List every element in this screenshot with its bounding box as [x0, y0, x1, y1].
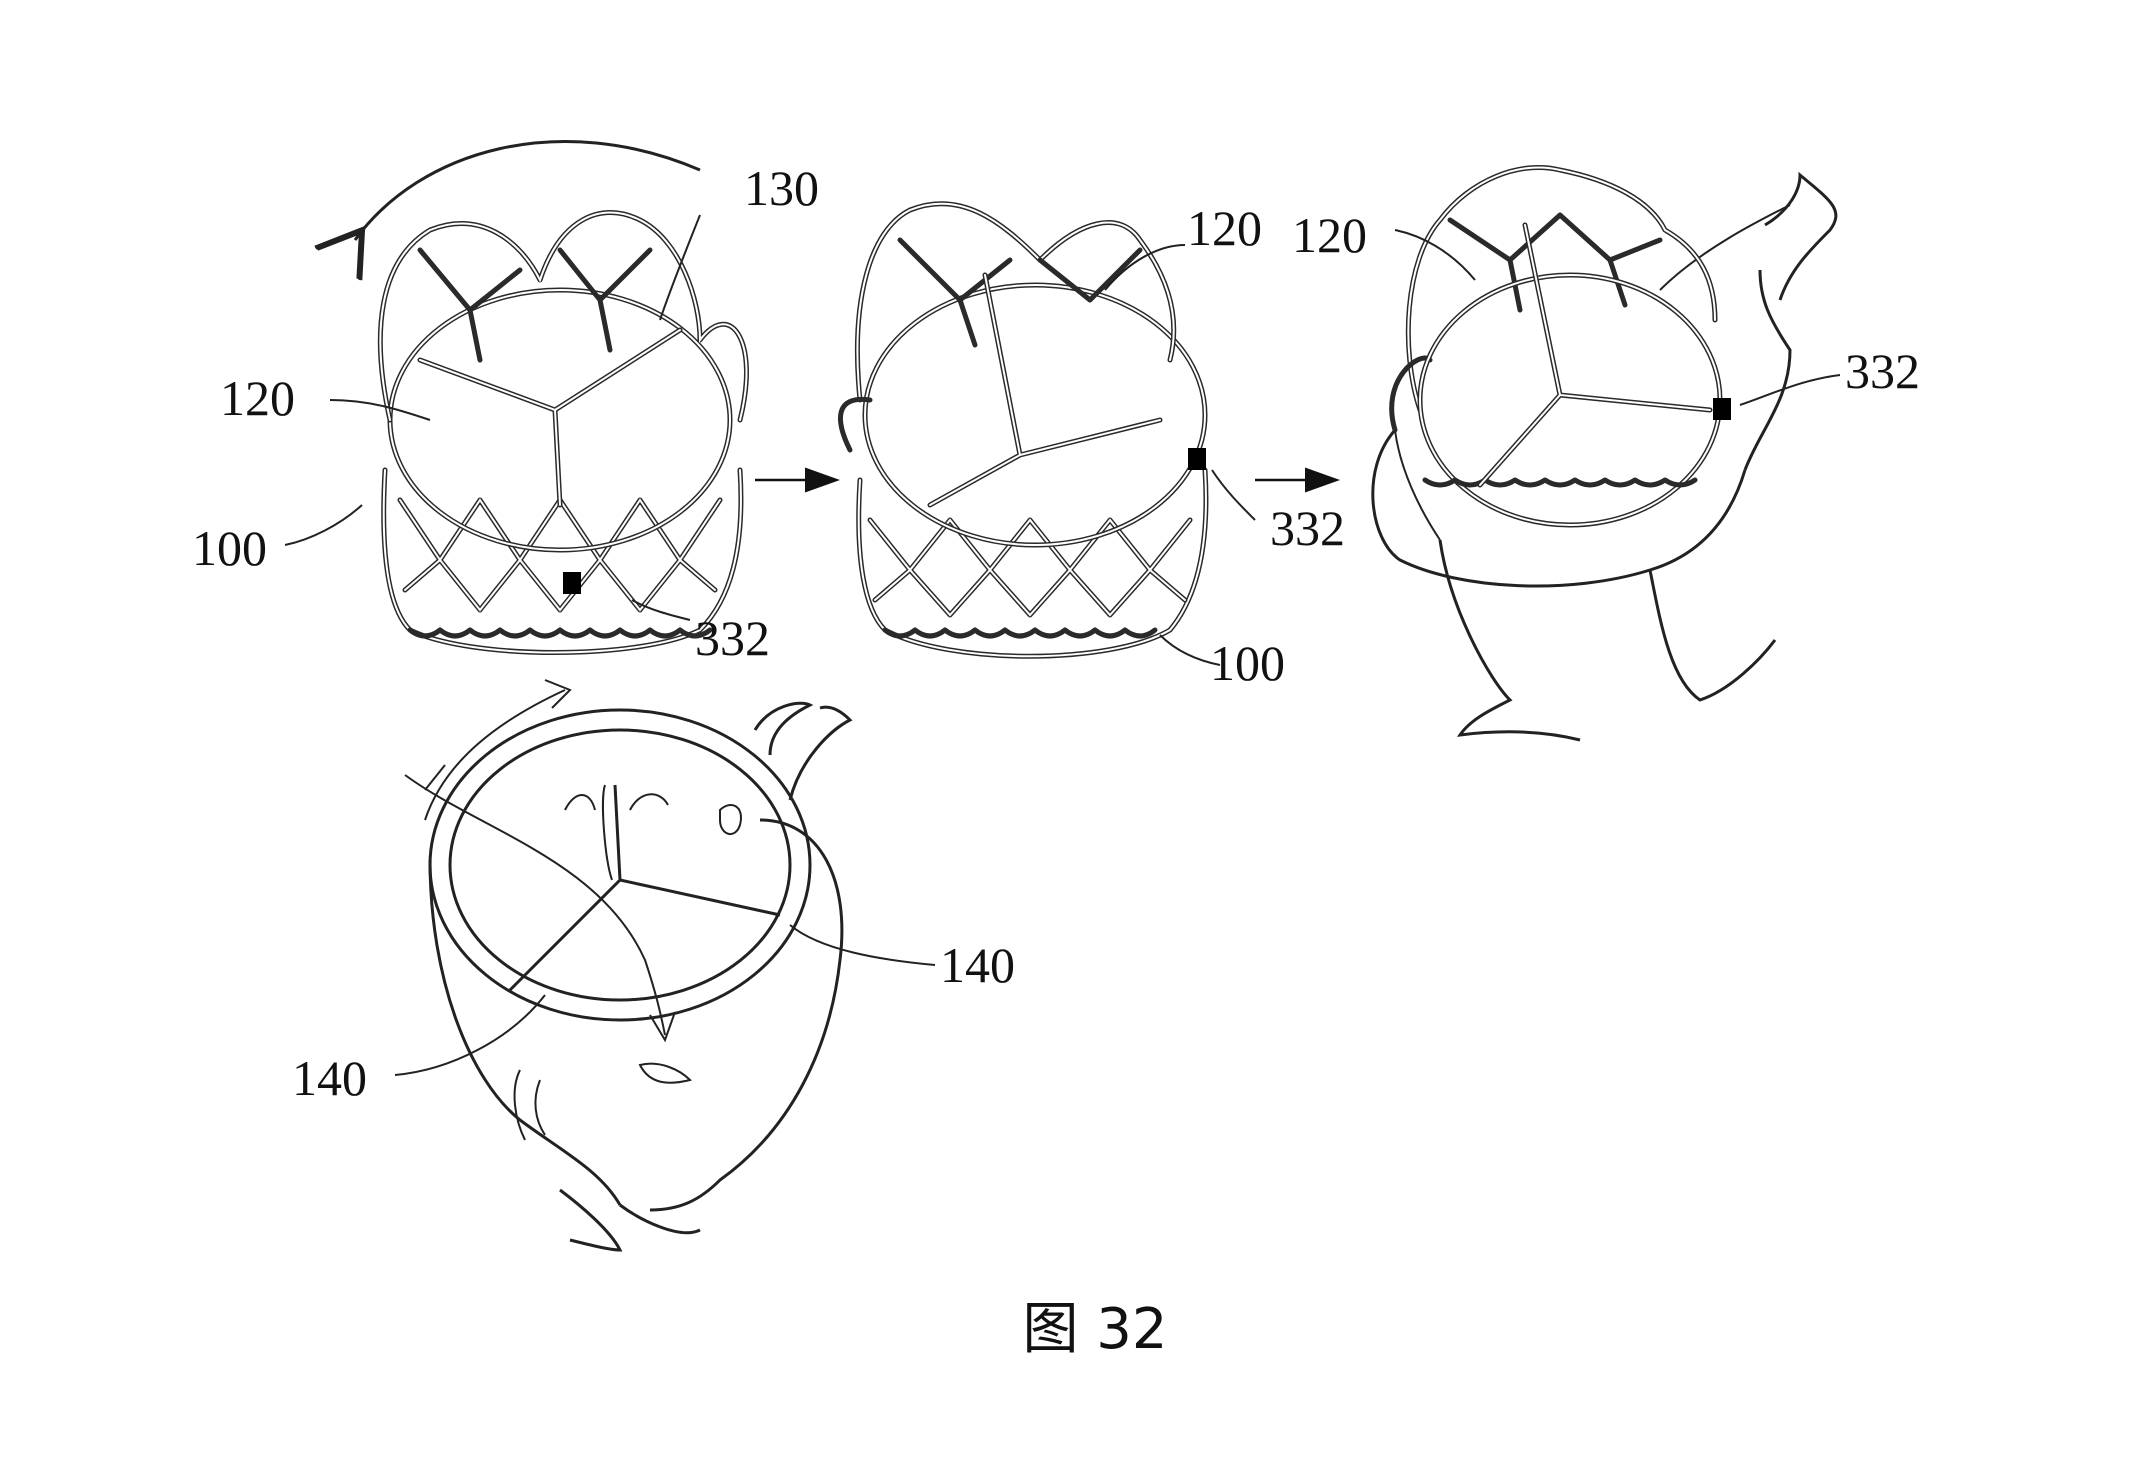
label-332-stage1: 332: [695, 610, 770, 666]
stage2-valve: [837, 201, 1209, 659]
label-130: 130: [744, 160, 819, 216]
stage3-valve-implanted: [1371, 164, 1838, 742]
label-120-stage1: 120: [220, 370, 295, 426]
label-120-stage3: 120: [1292, 207, 1367, 263]
label-140-left: 140: [292, 1050, 367, 1106]
leader-lines: [284, 214, 1841, 1076]
label-120-stage2: 120: [1187, 200, 1262, 256]
marker-332-stage1: [563, 572, 581, 594]
label-140-right: 140: [940, 937, 1015, 993]
label-100-stage2: 100: [1210, 635, 1285, 691]
rotation-arc-bottom: [424, 689, 566, 821]
stage1-valve: [355, 139, 749, 655]
label-332-stage3: 332: [1845, 343, 1920, 399]
figure-caption: 图 32: [1022, 1297, 1167, 1362]
rotation-arc-top: [355, 139, 701, 240]
native-annulus-anatomy: [404, 679, 853, 1252]
marker-332-stage3: [1713, 398, 1731, 420]
label-100-stage1: 100: [192, 520, 267, 576]
marker-332-stage2: [1188, 448, 1206, 470]
label-332-stage2: 332: [1270, 500, 1345, 556]
